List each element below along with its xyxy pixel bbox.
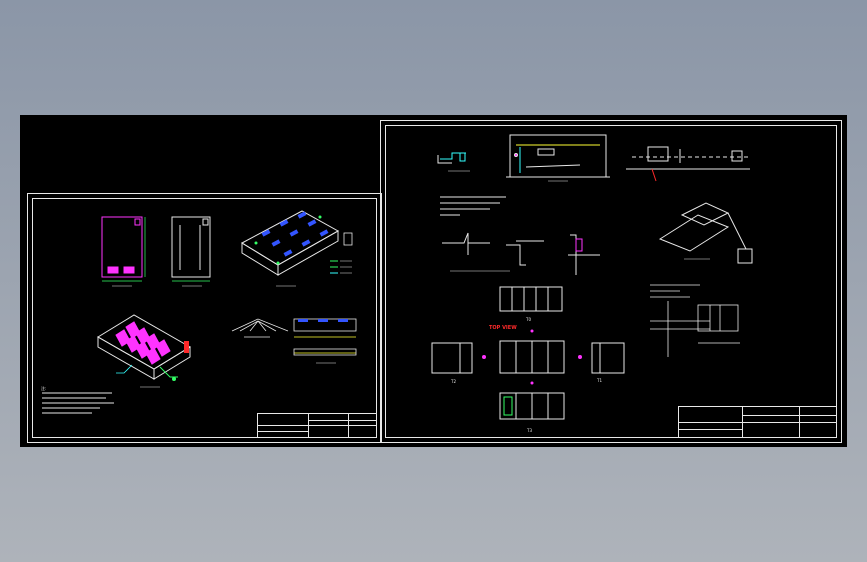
right-sheet-border [385, 125, 837, 438]
isometric-container [97, 314, 191, 381]
view-top [499, 340, 565, 374]
view-t1 [591, 342, 625, 374]
view-label-t3: T3 [527, 428, 532, 433]
view-t2 [431, 342, 473, 374]
pipe-detail-1 [437, 152, 470, 172]
left-drawing-sheet[interactable]: 注: [27, 193, 382, 443]
left-title-block [257, 413, 377, 438]
truss-detail [231, 318, 289, 338]
schematic-right [650, 284, 740, 357]
top-view-label: TOP VIEW [489, 325, 517, 331]
view-t3 [499, 392, 565, 420]
left-sheet-border [32, 198, 377, 438]
notes-text [42, 392, 114, 414]
iso-shelter-detail [658, 202, 753, 264]
right-drawing-sheet[interactable]: TOP VIEW T0 T2 T1 T3 [380, 120, 842, 443]
view-label-t2: T2 [451, 379, 456, 384]
right-title-block [678, 406, 837, 438]
foundation-details [440, 196, 600, 275]
markers [482, 329, 582, 385]
room-plan-2 [171, 216, 211, 278]
section-detail [293, 318, 357, 364]
view-label-t1: T1 [597, 378, 602, 383]
isometric-roof-block [240, 210, 340, 276]
legend-lines [330, 260, 352, 274]
view-t0 [499, 286, 563, 312]
view-label-t0: T0 [526, 317, 531, 322]
cad-linework [42, 134, 753, 420]
cable-detail [626, 146, 750, 182]
notes-heading: 注: [41, 386, 47, 391]
cad-viewport[interactable]: 注: TOP VIEW T0 T2 T1 T3 [20, 115, 847, 447]
room-plan-1 [101, 216, 143, 278]
section-elevation [506, 134, 610, 182]
